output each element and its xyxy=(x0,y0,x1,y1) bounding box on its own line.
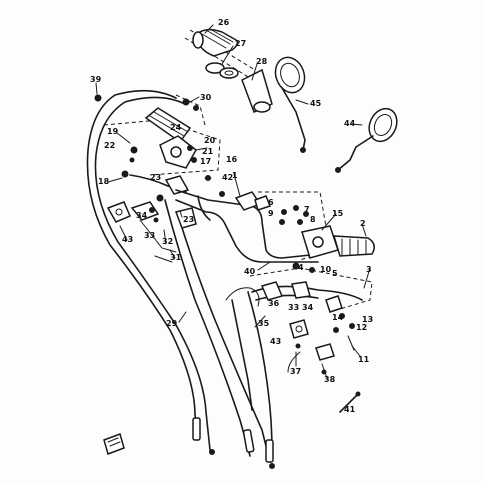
callout-18: 18 xyxy=(98,177,110,186)
callout-13: 13 xyxy=(362,315,373,324)
callout-15: 15 xyxy=(332,209,344,218)
callout-7: 7 xyxy=(304,205,310,214)
right-throttle-assembly xyxy=(258,191,375,273)
callout-20: 20 xyxy=(204,136,216,145)
callout-40: 40 xyxy=(244,267,256,276)
callout-14: 14 xyxy=(332,313,344,322)
callout-34-lower: 34 xyxy=(302,303,314,312)
cable-loop-lower xyxy=(225,287,260,307)
leader-lines xyxy=(95,24,371,379)
callout-28: 28 xyxy=(256,57,268,66)
callout-19: 19 xyxy=(107,127,119,136)
grip-assembly xyxy=(184,28,273,114)
left-switch-assembly xyxy=(103,94,221,202)
manufacturer-mark xyxy=(103,433,125,455)
callout-36: 36 xyxy=(268,299,280,308)
callout-37: 37 xyxy=(290,367,301,376)
callout-34-upper: 34 xyxy=(136,211,148,220)
callout-30: 30 xyxy=(200,93,212,102)
callout-31: 31 xyxy=(170,253,182,262)
callout-27: 27 xyxy=(235,39,246,48)
callout-32: 32 xyxy=(162,237,173,246)
brake-lever-assembly xyxy=(249,267,373,375)
callout-2: 2 xyxy=(360,219,366,228)
callout-17: 17 xyxy=(200,157,211,166)
handlebar xyxy=(175,175,321,263)
callout-43-lower: 43 xyxy=(270,337,281,346)
mirror-right xyxy=(274,56,306,153)
callout-23-upper: 23 xyxy=(150,173,161,182)
callout-12: 12 xyxy=(356,323,367,332)
callout-33-upper: 33 xyxy=(144,231,155,240)
mirror-left xyxy=(335,107,398,173)
callout-5: 5 xyxy=(332,269,338,278)
callout-labels: 26 27 28 45 39 30 19 24 20 21 16 22 17 4… xyxy=(90,18,373,414)
callout-29: 29 xyxy=(166,319,178,328)
callout-38: 38 xyxy=(324,375,336,384)
callout-16: 16 xyxy=(226,155,238,164)
clutch-lever-holder xyxy=(106,201,197,263)
callout-44: 44 xyxy=(344,119,356,128)
callout-1: 1 xyxy=(232,171,238,180)
callout-45: 45 xyxy=(310,99,322,108)
callout-24: 24 xyxy=(170,123,182,132)
callout-43-upper: 43 xyxy=(122,235,133,244)
callout-11: 11 xyxy=(358,355,370,364)
callout-22: 22 xyxy=(104,141,115,150)
callout-23-lower: 23 xyxy=(183,215,194,224)
callout-39: 39 xyxy=(90,75,102,84)
callout-33-lower: 33 xyxy=(288,303,299,312)
callout-4: 4 xyxy=(298,263,304,272)
callout-6: 6 xyxy=(268,198,274,207)
callout-26-top: 26 xyxy=(218,18,230,27)
callout-9: 9 xyxy=(268,209,274,218)
callout-3: 3 xyxy=(366,265,372,274)
callout-21: 21 xyxy=(202,147,214,156)
callout-8: 8 xyxy=(310,215,316,224)
callout-42: 42 xyxy=(222,173,233,182)
rod xyxy=(339,391,361,413)
cable-bundle xyxy=(86,89,275,469)
callout-35: 35 xyxy=(258,319,270,328)
callout-41: 41 xyxy=(344,405,356,414)
callout-10: 10 xyxy=(320,265,332,274)
